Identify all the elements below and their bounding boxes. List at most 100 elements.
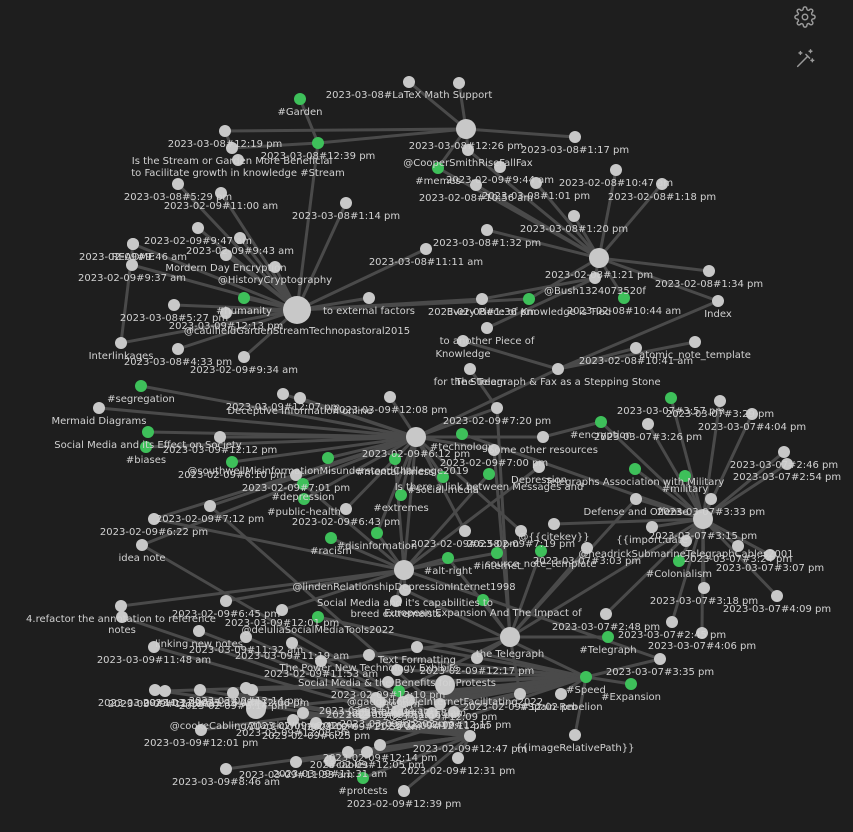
graph-note-node[interactable] (452, 752, 464, 764)
graph-note-node[interactable] (277, 388, 289, 400)
graph-note-node[interactable] (398, 785, 410, 797)
graph-note-node[interactable] (363, 649, 375, 661)
graph-note-node[interactable] (732, 540, 744, 552)
graph-note-node[interactable] (548, 518, 560, 530)
graph-note-node[interactable] (93, 402, 105, 414)
graph-note-node[interactable] (240, 631, 252, 643)
graph-note-node[interactable] (297, 707, 309, 719)
graph-note-node[interactable] (219, 125, 231, 137)
graph-note-node[interactable] (238, 351, 250, 363)
graph-tag-node[interactable] (371, 527, 383, 539)
graph-note-node[interactable] (246, 684, 258, 696)
graph-note-node[interactable] (220, 763, 232, 775)
graph-note-node[interactable] (693, 509, 713, 529)
graph-note-node[interactable] (435, 675, 455, 695)
graph-note-node[interactable] (712, 295, 724, 307)
graph-note-node[interactable] (370, 692, 382, 704)
graph-tag-node[interactable] (477, 594, 489, 606)
graph-note-node[interactable] (464, 730, 476, 742)
graph-note-node[interactable] (149, 684, 161, 696)
graph-note-node[interactable] (290, 469, 302, 481)
graph-note-node[interactable] (533, 461, 545, 473)
graph-note-node[interactable] (434, 698, 446, 710)
graph-note-node[interactable] (600, 608, 612, 620)
graph-note-node[interactable] (361, 746, 373, 758)
graph-note-node[interactable] (384, 391, 396, 403)
graph-note-node[interactable] (666, 616, 678, 628)
graph-note-node[interactable] (610, 164, 622, 176)
graph-note-node[interactable] (172, 178, 184, 190)
graph-note-node[interactable] (698, 582, 710, 594)
graph-note-node[interactable] (781, 458, 793, 470)
graph-note-node[interactable] (193, 625, 205, 637)
graph-note-node[interactable] (462, 144, 474, 156)
graph-note-node[interactable] (488, 444, 500, 456)
graph-tag-node[interactable] (629, 463, 641, 475)
graph-note-node[interactable] (689, 336, 701, 348)
graph-tag-node[interactable] (432, 162, 444, 174)
graph-note-node[interactable] (470, 179, 482, 191)
graph-note-node[interactable] (214, 431, 226, 443)
graph-note-node[interactable] (714, 395, 726, 407)
graph-note-node[interactable] (696, 627, 708, 639)
graph-note-node[interactable] (459, 525, 471, 537)
graph-note-node[interactable] (411, 641, 423, 653)
graph-note-node[interactable] (115, 337, 127, 349)
graph-note-node[interactable] (481, 224, 493, 236)
graph-note-node[interactable] (491, 402, 503, 414)
graph-tag-node[interactable] (395, 489, 407, 501)
graph-note-node[interactable] (374, 739, 386, 751)
graph-tag-node[interactable] (442, 552, 454, 564)
graph-tag-node[interactable] (135, 380, 147, 392)
graph-note-node[interactable] (342, 746, 354, 758)
graph-note-node[interactable] (340, 503, 352, 515)
graph-tag-node[interactable] (312, 611, 324, 623)
graph-note-node[interactable] (294, 392, 306, 404)
graph-note-node[interactable] (194, 684, 206, 696)
graph-note-node[interactable] (287, 714, 299, 726)
graph-tag-node[interactable] (580, 671, 592, 683)
graph-tag-node[interactable] (625, 678, 637, 690)
graph-note-node[interactable] (680, 535, 692, 547)
graph-note-node[interactable] (286, 637, 298, 649)
graph-tag-node[interactable] (618, 292, 630, 304)
graph-note-node[interactable] (630, 342, 642, 354)
graph-tag-node[interactable] (298, 493, 310, 505)
graph-tag-node[interactable] (226, 456, 238, 468)
graph-note-node[interactable] (315, 655, 327, 667)
graph-tag-node[interactable] (483, 468, 495, 480)
graph-note-node[interactable] (115, 600, 127, 612)
graph-tag-node[interactable] (595, 416, 607, 428)
graph-note-node[interactable] (537, 431, 549, 443)
graph-note-node[interactable] (220, 595, 232, 607)
graph-note-node[interactable] (226, 142, 238, 154)
graph-tag-node[interactable] (389, 453, 401, 465)
graph-note-node[interactable] (220, 249, 232, 261)
graph-note-node[interactable] (406, 427, 426, 447)
graph-note-node[interactable] (471, 652, 483, 664)
graph-note-node[interactable] (481, 322, 493, 334)
graph-note-node[interactable] (310, 717, 322, 729)
graph-note-node[interactable] (654, 653, 666, 665)
graph-note-node[interactable] (514, 688, 526, 700)
graph-note-node[interactable] (324, 755, 336, 767)
graph-note-node[interactable] (656, 178, 668, 190)
graph-note-node[interactable] (394, 560, 414, 580)
graph-note-node[interactable] (195, 724, 207, 736)
graph-note-node[interactable] (340, 197, 352, 209)
graph-tag-node[interactable] (393, 685, 405, 697)
graph-note-node[interactable] (703, 265, 715, 277)
graph-tag-node[interactable] (665, 392, 677, 404)
graph-note-node[interactable] (399, 584, 411, 596)
graph-note-node[interactable] (148, 513, 160, 525)
graph-note-node[interactable] (403, 694, 415, 706)
graph-note-node[interactable] (358, 708, 370, 720)
graph-tag-node[interactable] (322, 452, 334, 464)
graph-note-node[interactable] (764, 549, 776, 561)
graph-note-node[interactable] (476, 293, 488, 305)
graph-note-node[interactable] (555, 688, 567, 700)
graph-note-node[interactable] (276, 604, 288, 616)
graph-note-node[interactable] (581, 542, 593, 554)
graph-tag-node[interactable] (312, 137, 324, 149)
